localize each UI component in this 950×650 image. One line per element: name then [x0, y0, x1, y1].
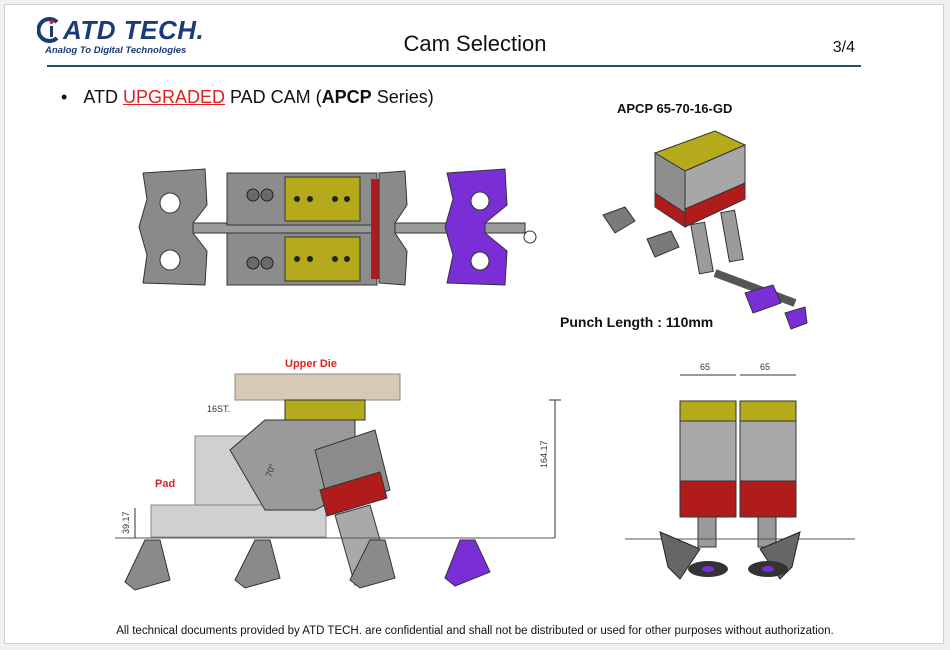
height-dimension: 164.17: [539, 440, 549, 468]
bullet-point: • ATD UPGRADED PAD CAM (APCP Series): [61, 87, 434, 108]
confidentiality-footer: All technical documents provided by ATD …: [116, 625, 834, 637]
atd-logo-icon: [37, 17, 59, 43]
bullet-prefix: ATD: [83, 87, 123, 107]
bullet-suffix: Series): [371, 87, 434, 107]
pad-label: Pad: [155, 478, 175, 490]
pad-dimension: 39.17: [121, 511, 131, 534]
bullet-bold: APCP: [321, 87, 372, 107]
stroke-label: 16ST.: [207, 404, 230, 414]
logo-tagline: Analog To Digital Technologies: [45, 45, 187, 56]
bullet-middle: PAD CAM (: [225, 87, 322, 107]
width-dim-left: 65: [700, 362, 710, 372]
model-label: APCP 65-70-16-GD: [617, 101, 733, 116]
upper-die-label: Upper Die: [285, 358, 337, 370]
logo-name: ATD TECH.: [63, 15, 205, 45]
company-logo: ATD TECH. Analog To Digital Technologies: [37, 15, 207, 61]
isometric-cam-drawing: [602, 130, 808, 330]
angle-label: 70°: [264, 462, 278, 479]
bullet-highlight: UPGRADED: [122, 87, 225, 107]
slide-title: Cam Selection: [403, 31, 547, 56]
slide: ATD TECH. Analog To Digital Technologies…: [4, 4, 944, 644]
page-number: 3/4: [832, 39, 855, 56]
front-section-drawing: 65 65: [625, 362, 855, 580]
top-view-drawing: [138, 168, 537, 286]
punch-length-label: Punch Length : 110mm: [560, 314, 714, 330]
bullet-icon: •: [61, 87, 68, 107]
width-dim-right: 65: [760, 362, 770, 372]
side-section-drawing: Upper Die Pad 16ST. 70° 164.17 39.17: [115, 358, 561, 591]
header-divider: [47, 65, 861, 67]
